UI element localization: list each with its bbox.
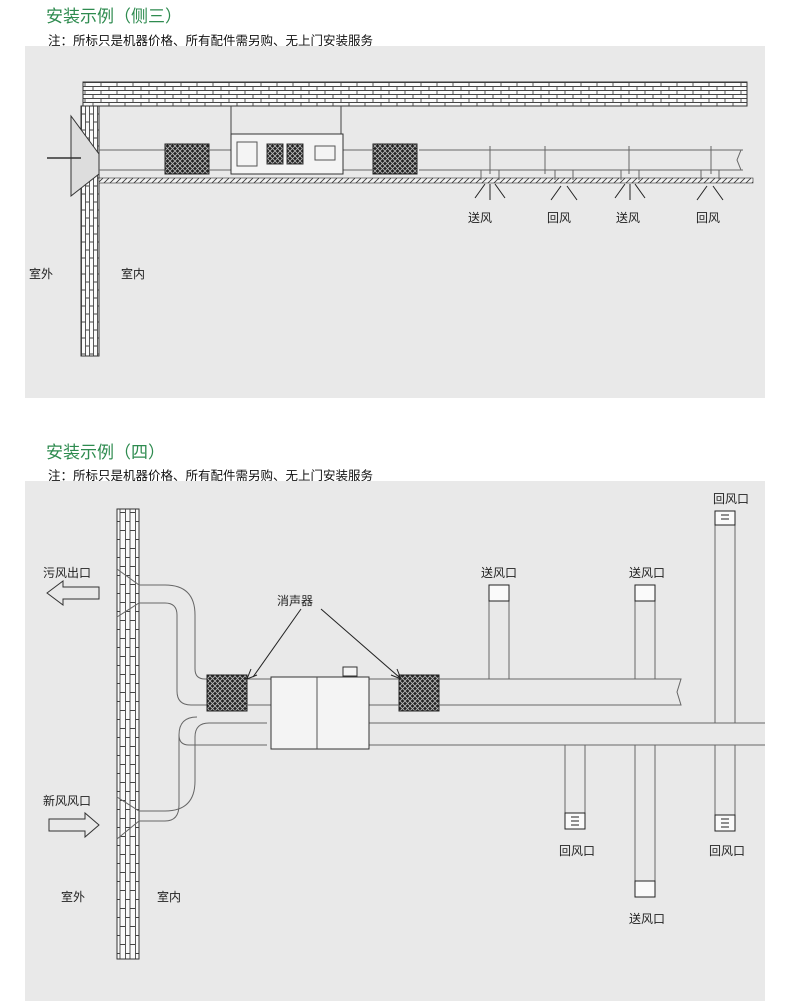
outdoor-intake-flare [70,114,100,198]
label-supply-right-top: 送风口 [629,565,665,580]
airflow-arrows [474,183,724,201]
muffler-left [164,143,210,175]
label-supply-2: 送风 [616,210,640,225]
label-outdoor: 室外 [61,889,85,904]
label-return-2: 回风 [696,211,720,225]
label-indoor: 室内 [121,266,145,281]
exhaust-arrow [46,580,100,606]
label-supply-bottom: 送风口 [629,911,665,926]
section4-title: 安装示例（四） [46,443,165,463]
ceiling-wall [82,81,748,107]
exterior-wall [116,508,140,960]
label-muffler: 消声器 [277,594,313,608]
label-exhaust-outlet: 污风出口 [43,566,91,580]
muffler-right [372,143,418,175]
fresh-air-duct [116,716,267,840]
ceiling-panel [98,177,754,184]
muffler-right [398,674,440,712]
grilles [488,510,736,898]
ventilation-unit [270,666,370,750]
label-fresh-air-inlet: 新风风口 [43,793,91,808]
exhaust-duct [116,568,207,706]
label-return-left-bottom: 回风口 [559,844,595,858]
supply-duct [439,523,736,881]
ventilation-unit [230,133,344,175]
section3-note: 注：所标只是机器价格、所有配件需另购、无上门安装服务 [48,33,374,48]
label-supply-1: 送风 [468,210,492,225]
label-return-top: 回风口 [713,492,749,506]
label-return-1: 回风 [547,211,571,225]
diagram-layout-four: 污风出口 新风风口 消声器 室外 室内 回风口 送风口 送风口 回风口 回风口 … [25,481,765,1001]
label-return-right-bottom: 回风口 [709,844,745,858]
muffler-callout [246,608,402,680]
section4-note: 注：所标只是机器价格、所有配件需另购、无上门安装服务 [48,468,374,483]
diagram-side-install: 送风 回风 送风 回风 室外 室内 [25,46,765,398]
label-outdoor: 室外 [29,266,53,281]
grille-drops [480,170,720,180]
section3-title: 安装示例（侧三） [46,7,182,27]
fresh-air-arrow [48,811,100,839]
label-indoor: 室内 [157,889,181,904]
label-supply-left-top: 送风口 [481,565,517,580]
muffler-left [206,674,248,712]
